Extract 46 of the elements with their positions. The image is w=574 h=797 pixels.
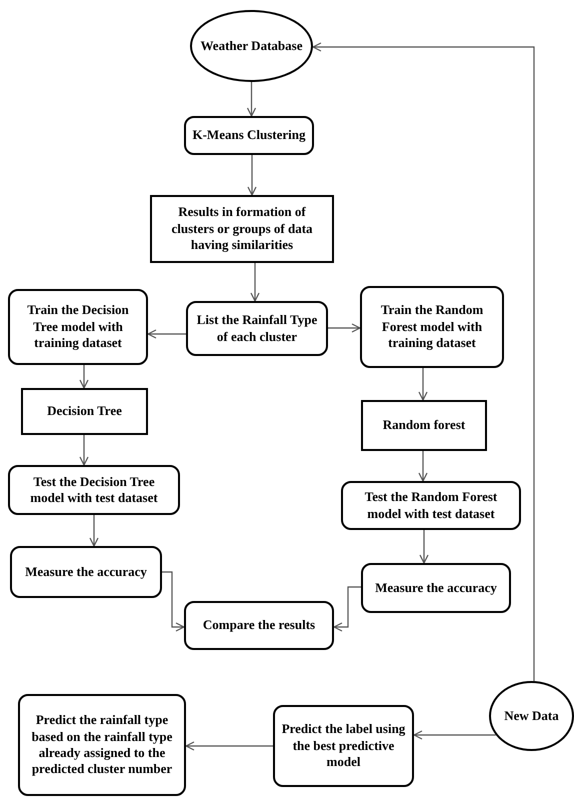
arrow [79, 365, 89, 389]
arrow [312, 42, 535, 682]
node-label: Predict the label using the best predictive model [280, 721, 406, 771]
process-box [273, 705, 414, 787]
arrow [328, 323, 361, 333]
process-box [186, 301, 328, 356]
arrow [333, 586, 361, 632]
arrow [89, 515, 99, 547]
result-box [21, 388, 148, 435]
node-label: Compare the results [202, 617, 316, 634]
arrow [419, 530, 429, 564]
node-label: Decision Tree [47, 403, 122, 420]
node-label: K-Means Clustering [192, 127, 306, 144]
process-box [18, 694, 186, 796]
process-box [360, 286, 504, 368]
node-label: List the Rainfall Type of each cluster [196, 312, 318, 345]
node-label: Results in formation of clusters or groups of data having similarities [170, 204, 314, 254]
result-box [150, 195, 334, 263]
node-label: Random forest [382, 417, 466, 434]
process-box [341, 481, 521, 530]
arrow [418, 368, 428, 401]
node-label: Weather Database [200, 38, 302, 54]
arrow [418, 451, 428, 482]
result-box [361, 400, 487, 451]
arrow [246, 82, 256, 117]
node-label: Measure the accuracy [375, 580, 497, 596]
arrow [250, 263, 260, 302]
process-box [10, 546, 162, 598]
process-box [8, 465, 180, 515]
node-label: Test the Decision Tree model with test dataset [29, 474, 159, 506]
arrow [185, 741, 273, 751]
node-label: Predict the rainfall type based on the rainfall type already assigned to the predicted cluster number [30, 712, 174, 778]
node-label: Measure the accuracy [25, 564, 147, 580]
arrow [162, 571, 185, 632]
process-box [184, 116, 314, 155]
arrow [147, 329, 186, 339]
node-label: Test the Random Forest model with test dataset [364, 489, 498, 522]
process-box [361, 563, 511, 613]
process-box [8, 289, 148, 365]
arrow [79, 435, 89, 466]
node-label: Train the Decision Tree model with training dataset [26, 302, 130, 352]
node-label: New Data [504, 708, 559, 724]
arrow [413, 730, 496, 740]
node-label: Train the Random Forest model with training dataset [380, 302, 484, 352]
process-box [184, 601, 334, 650]
arrow [247, 155, 257, 196]
